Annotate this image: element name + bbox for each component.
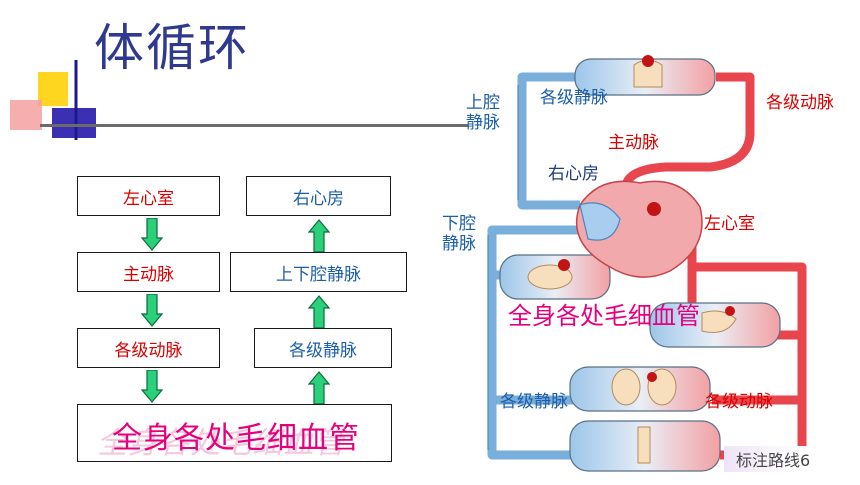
label-arteries-bottom: 各级动脉 — [705, 392, 773, 412]
label-right-atrium: 右心房 — [548, 164, 599, 184]
flow-box-aorta: 主动脉 — [77, 252, 220, 292]
arrow-down-1 — [141, 218, 163, 251]
label-capillaries: 全身各处毛细血管 — [508, 302, 700, 330]
label-inferior-vena-cava: 下腔 静脉 — [442, 214, 476, 254]
flow-box-right-atrium: 右心房 — [246, 176, 391, 216]
arrow-up-1 — [308, 219, 330, 252]
flow-box-left-ventricle: 左心室 — [77, 176, 220, 216]
arrow-up-2 — [308, 295, 330, 328]
circulation-diagram — [487, 55, 807, 472]
label-veins-bottom: 各级静脉 — [500, 392, 568, 412]
flow-box-vena-cava: 上下腔静脉 — [230, 252, 407, 292]
arrow-down-3 — [141, 370, 163, 403]
label-left-ventricle: 左心室 — [704, 214, 755, 234]
flow-box-arteries: 各级动脉 — [77, 328, 220, 368]
arrow-up-3 — [308, 371, 330, 404]
flow-box-veins: 各级静脉 — [254, 328, 392, 368]
organ-shapes — [527, 59, 737, 464]
arrow-down-2 — [141, 294, 163, 327]
label-superior-vena-cava: 上腔 静脉 — [466, 93, 500, 133]
page-title: 体循环 — [94, 19, 250, 77]
heart — [575, 180, 703, 278]
route-tag: 标注路线6 — [724, 446, 834, 472]
capillaries-text: 全身各处毛细血管 — [112, 421, 360, 456]
decorative-squares — [0, 60, 140, 140]
label-veins-top: 各级静脉 — [540, 88, 608, 108]
label-arteries-top: 各级动脉 — [766, 93, 834, 113]
title-divider-line — [40, 124, 468, 127]
flow-box-capillaries: 全身各处毛细血管 全身各处毛细血管 — [77, 404, 392, 462]
label-aorta: 主动脉 — [608, 133, 659, 153]
